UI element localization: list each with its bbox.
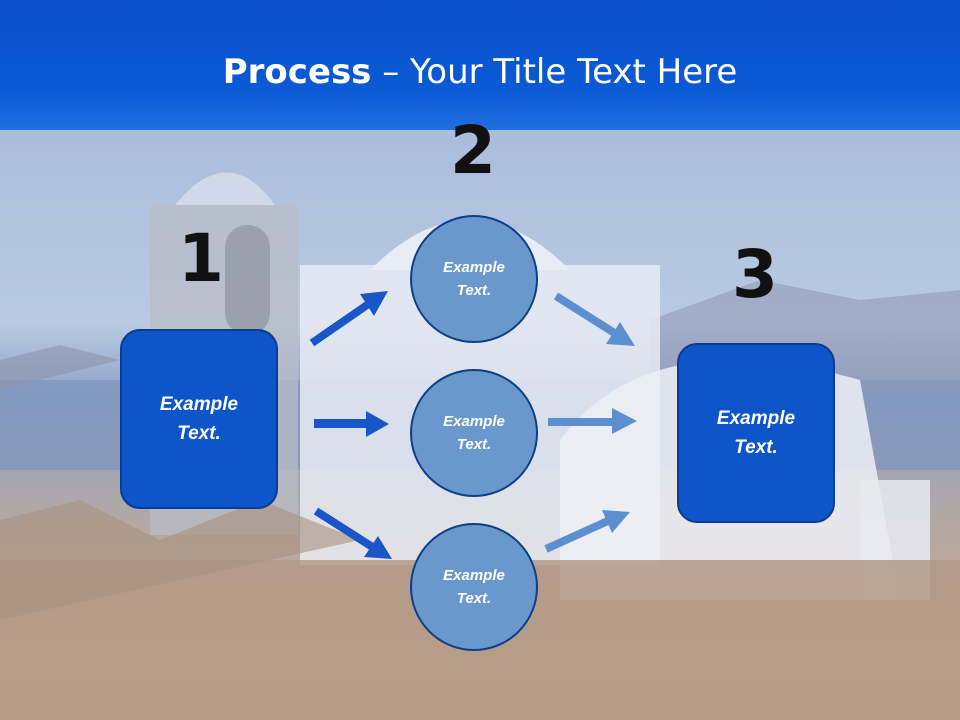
arrow-to-middle-circle <box>314 411 389 437</box>
step-number-1: 1 <box>178 220 224 297</box>
arrow-to-bottom-circle <box>313 507 392 559</box>
step-number-2: 2 <box>450 112 496 189</box>
slide-title: Process – Your Title Text Here <box>222 52 738 92</box>
arrow-from-bottom-circle <box>544 510 630 553</box>
step-number-3: 3 <box>732 236 778 313</box>
arrow-from-top-circle <box>553 292 635 346</box>
arrow-to-top-circle <box>309 291 388 347</box>
arrow-from-middle-circle <box>548 408 637 434</box>
title-bar <box>0 0 960 130</box>
